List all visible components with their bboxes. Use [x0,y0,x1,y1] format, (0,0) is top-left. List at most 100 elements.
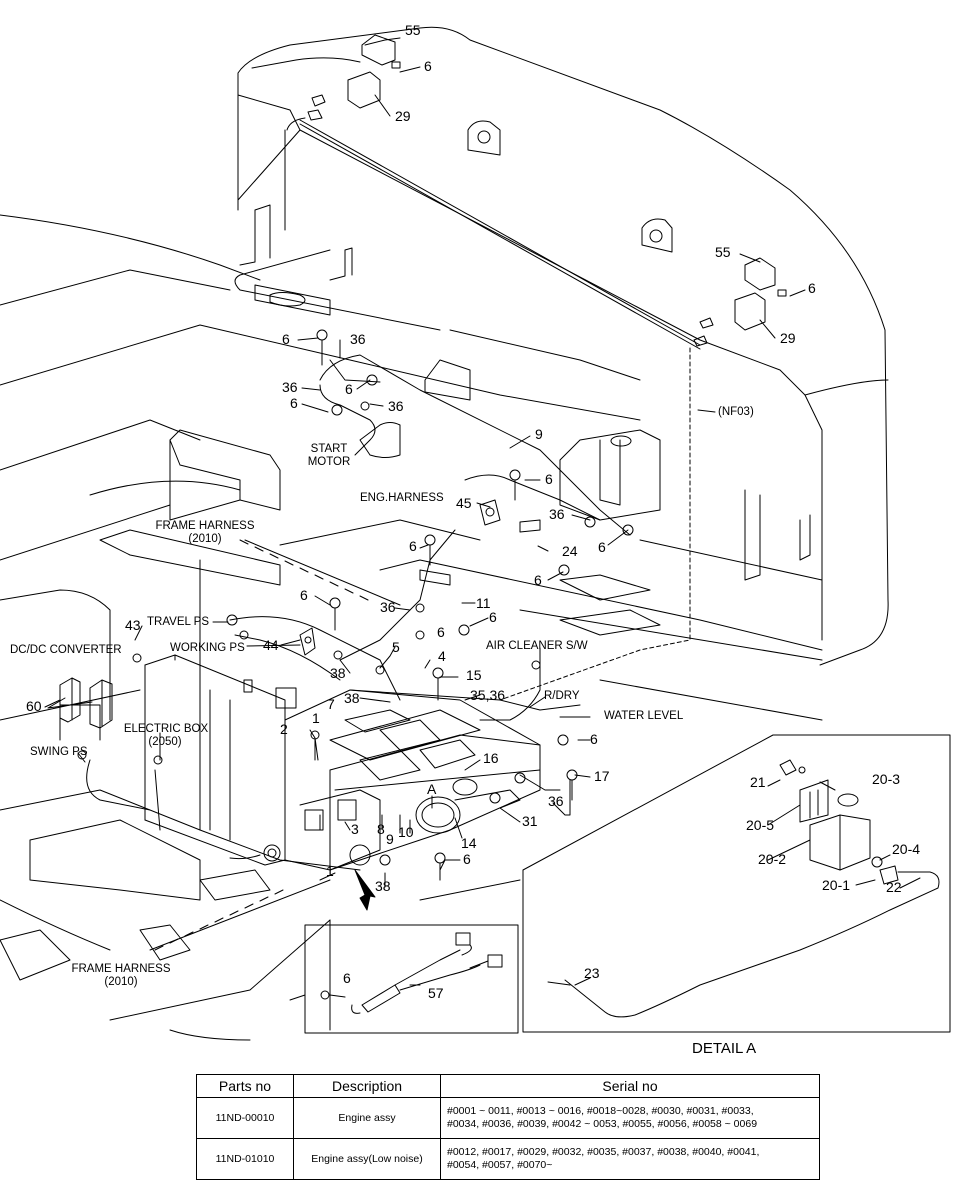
cell-description: Engine assy [293,1097,441,1139]
cell-serial-no: #0001 ~ 0011, #0013 ~ 0016, #0018~0028, … [440,1097,820,1139]
callout-6-right: 6 [808,280,816,296]
callout-60: 60 [26,698,42,714]
callout-23: 23 [584,965,600,981]
callout-36-f: 36 [548,793,564,809]
label-swing-ps: SWING PS [30,746,88,758]
callout-6-top: 6 [424,58,432,74]
callout-6-j: 6 [437,624,445,640]
serial-line: #0054, #0057, #0070~ [447,1159,553,1171]
label-start-motor-2: MOTOR [307,456,351,468]
callout-17: 17 [594,768,610,784]
callout-36-e: 36 [380,599,396,615]
table-header-row: Parts no Description Serial no [196,1074,820,1098]
callout-36-c: 36 [388,398,404,414]
callout-20-2: 20-2 [758,851,787,867]
callout-9-b: 9 [386,831,394,847]
callout-6-b: 6 [345,381,353,397]
callout-6-e: 6 [598,539,606,555]
header-serial-no: Serial no [440,1074,820,1098]
detail-a-title: DETAIL A [692,1040,757,1057]
label-air-cleaner-sw: AIR CLEANER S/W [486,640,588,652]
upper-frame-outline [0,204,823,721]
parts-table: Parts no Description Serial no 11ND-0001… [196,1074,820,1180]
callout-24: 24 [562,543,578,559]
callout-20-5: 20-5 [746,817,775,833]
callout-57: 57 [428,985,444,1001]
label-eng-harness: ENG.HARNESS [360,492,444,504]
callout-35-36: 35,36 [470,687,506,703]
callout-6-f: 6 [409,538,417,554]
callout-45: 45 [456,495,472,511]
callout-8: 8 [377,821,385,837]
serial-line: #0012, #0017, #0029, #0032, #0035, #0037… [447,1146,760,1158]
serial-line: #0001 ~ 0011, #0013 ~ 0016, #0018~0028, … [447,1105,754,1117]
callout-1-a: 1 [312,710,320,726]
callout-36-b: 36 [282,379,298,395]
harness-wires [86,117,701,1041]
callout-5: 5 [392,639,400,655]
callout-a-marker: A [427,781,437,797]
callout-9-a: 9 [535,426,543,442]
callout-6-a: 6 [282,331,290,347]
callout-2: 2 [280,721,288,737]
label-electric-box-2: (2050) [148,736,182,748]
callout-1-b: 1 [326,863,334,879]
callout-29-top: 29 [395,108,411,124]
callout-55-right: 55 [715,244,731,260]
callout-6-g: 6 [534,572,542,588]
callout-leader-lines [44,37,921,1001]
lower-frame-outline [0,589,521,1031]
callout-6-inset: 6 [343,970,351,986]
label-frame-harness-bottom-2: (2010) [104,976,138,988]
callout-36-a: 36 [350,331,366,347]
label-water-level: WATER LEVEL [604,710,684,722]
callout-6-l: 6 [463,851,471,867]
inset-cable-57 [304,924,519,1034]
label-r-dry: R/DRY [544,690,580,702]
callout-21: 21 [750,774,766,790]
callout-20-1: 20-1 [822,877,851,893]
label-start-motor-1: START [310,443,348,455]
callout-14: 14 [461,835,477,851]
cell-part-no: 11ND-00010 [196,1097,294,1139]
label-frame-harness-top-1: FRAME HARNESS [155,520,255,532]
table-row: 11ND-00010 Engine assy #0001 ~ 0011, #00… [196,1097,820,1139]
callout-29-right: 29 [780,330,796,346]
label-working-ps: WORKING PS [170,642,245,654]
callout-6-h: 6 [300,587,308,603]
cell-serial-no: #0012, #0017, #0029, #0032, #0035, #0037… [440,1138,820,1180]
table-row: 11ND-01010 Engine assy(Low noise) #0012,… [196,1138,820,1180]
callout-20-3: 20-3 [872,771,901,787]
callout-3: 3 [351,821,359,837]
callout-38-b: 38 [344,690,360,706]
cell-description: Engine assy(Low noise) [293,1138,441,1180]
label-electric-box-1: ELECTRIC BOX [123,723,209,735]
callout-6-d: 6 [545,471,553,487]
callout-38-a: 38 [330,665,346,681]
callout-7: 7 [327,696,335,712]
callout-6-c: 6 [290,395,298,411]
callout-16: 16 [483,750,499,766]
callout-38-c: 38 [375,878,391,894]
electric-box-outline [144,654,541,871]
counterweight-outline [237,26,889,666]
detail-a-panel [522,734,951,1033]
callout-43: 43 [125,617,141,633]
header-parts-no: Parts no [196,1074,294,1098]
label-frame-harness-bottom-1: FRAME HARNESS [71,963,171,975]
callout-20-4: 20-4 [892,841,921,857]
dcdc-converter-shapes [47,677,113,729]
callout-6-k: 6 [590,731,598,747]
label-frame-harness-top-2: (2010) [188,533,222,545]
fastener-symbols [77,34,787,881]
callout-4: 4 [438,648,446,664]
nf03-dashed-route [499,347,691,701]
callout-55-top: 55 [405,22,421,38]
callout-15: 15 [466,667,482,683]
callout-44: 44 [263,637,279,653]
callout-6-i: 6 [489,609,497,625]
callout-31: 31 [522,813,538,829]
label-nf03: (NF03) [718,406,754,418]
callout-10: 10 [398,824,414,840]
